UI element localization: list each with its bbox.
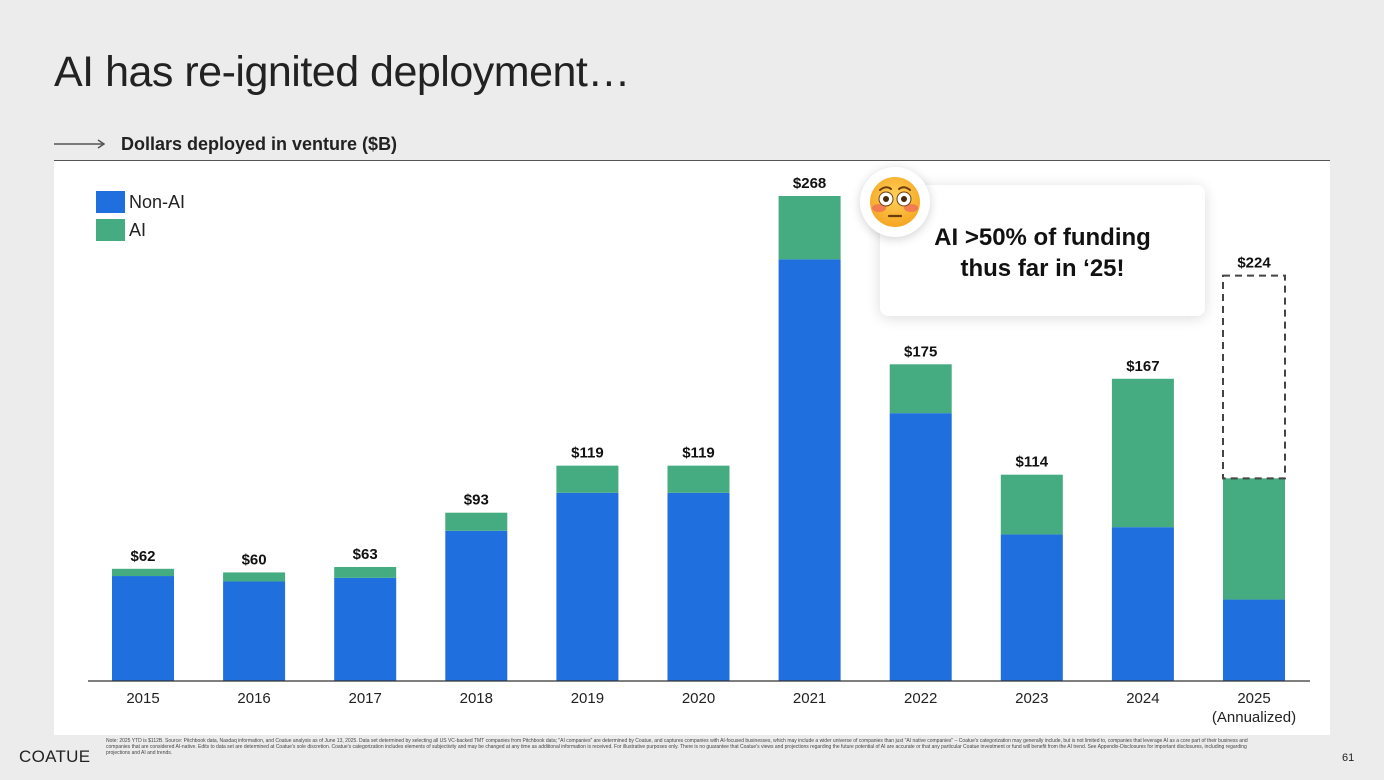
x-tick-label-2019: 2019 (571, 690, 604, 707)
data-label-2020: $119 (682, 445, 715, 462)
emoji-badge (860, 167, 930, 237)
bar-ai-2020 (667, 465, 730, 493)
bar-ai-2025 (1223, 478, 1285, 600)
callout-box: AI >50% of funding thus far in ‘25! (880, 185, 1205, 316)
x-tick-label-2017: 2017 (349, 690, 382, 707)
legend-swatch-non-ai (96, 191, 125, 213)
bar-ai-2016 (223, 572, 286, 582)
slide-title: AI has re-ignited deployment… (54, 48, 630, 96)
bar-non-ai-2024 (1111, 527, 1174, 681)
bar-ai-2021 (778, 196, 841, 260)
data-label-2019: $119 (571, 445, 604, 462)
x-tick-label-2016: 2016 (237, 690, 270, 707)
x-tick-label-2021: 2021 (793, 690, 826, 707)
bar-non-ai-2020 (667, 492, 730, 681)
x-tick-label-2024: 2024 (1126, 690, 1159, 707)
data-label-2021: $268 (793, 175, 826, 192)
company-logo: COATUE (19, 747, 91, 766)
data-label-2025: $224 (1237, 255, 1271, 272)
x-tick-label-2025: 2025 (1237, 690, 1270, 707)
callout-text: AI >50% of funding thus far in ‘25! (934, 224, 1151, 282)
legend-item-ai: AI (96, 216, 185, 244)
data-label-2024: $167 (1126, 358, 1159, 375)
page-number: 61 (1342, 752, 1355, 764)
data-label-2015: $62 (130, 548, 155, 565)
legend-swatch-ai (96, 219, 125, 241)
x-tick-label-2022: 2022 (904, 690, 937, 707)
bar-non-ai-2022 (889, 413, 952, 681)
data-label-2017: $63 (353, 546, 378, 563)
chart-subtitle: Dollars deployed in venture ($B) (121, 134, 398, 154)
bar-ai-2019 (556, 465, 619, 493)
data-label-2016: $60 (242, 551, 267, 568)
bar-chart: $62 2015 $60 2016 $63 2017 $93 2018 $119 2019 $119… (88, 175, 1310, 726)
bar-ai-2015 (112, 568, 174, 577)
bar-non-ai-2023 (1000, 534, 1063, 681)
x-tick-label-2015: 2015 (126, 690, 159, 707)
bar-ai-2017 (334, 566, 397, 578)
arrow-right-icon (54, 139, 106, 149)
bar-non-ai-2017 (334, 577, 397, 681)
bar-ai-2022 (889, 364, 952, 414)
bar-non-ai-2021 (778, 259, 841, 681)
chart-legend: Non-AI AI (96, 188, 185, 244)
bar-ai-2018 (445, 512, 508, 531)
bar-non-ai-2019 (556, 492, 619, 681)
bar-non-ai-2025 (1223, 599, 1285, 681)
legend-item-non-ai: Non-AI (96, 188, 185, 216)
x-tick-label-2023: 2023 (1015, 690, 1048, 707)
flushed-face-icon (870, 177, 920, 227)
bar-non-ai-2018 (445, 530, 508, 681)
data-label-2022: $175 (904, 343, 937, 360)
legend-label-non-ai: Non-AI (129, 191, 186, 212)
bar-non-ai-2016 (223, 581, 286, 681)
bar-ai-2023 (1000, 474, 1063, 535)
footnote: Note: 2025 YTD is $112B. Source: Pitchbo… (106, 738, 1248, 757)
bar-projected-2025 (1222, 274, 1286, 480)
bar-non-ai-2015 (112, 576, 174, 681)
subtitle-row: Dollars deployed in venture ($B) (54, 130, 1330, 161)
x-tick-label-2025-sub: (Annualized) (1212, 709, 1296, 726)
x-tick-label-2018: 2018 (460, 690, 493, 707)
chart-panel: $62 2015 $60 2016 $63 2017 $93 2018 $119 2019 $119… (54, 161, 1330, 735)
data-label-2018: $93 (464, 492, 489, 509)
x-tick-label-2020: 2020 (682, 690, 715, 707)
legend-label-ai: AI (129, 219, 147, 240)
data-label-2023: $114 (1016, 454, 1049, 471)
bar-ai-2024 (1111, 378, 1174, 528)
